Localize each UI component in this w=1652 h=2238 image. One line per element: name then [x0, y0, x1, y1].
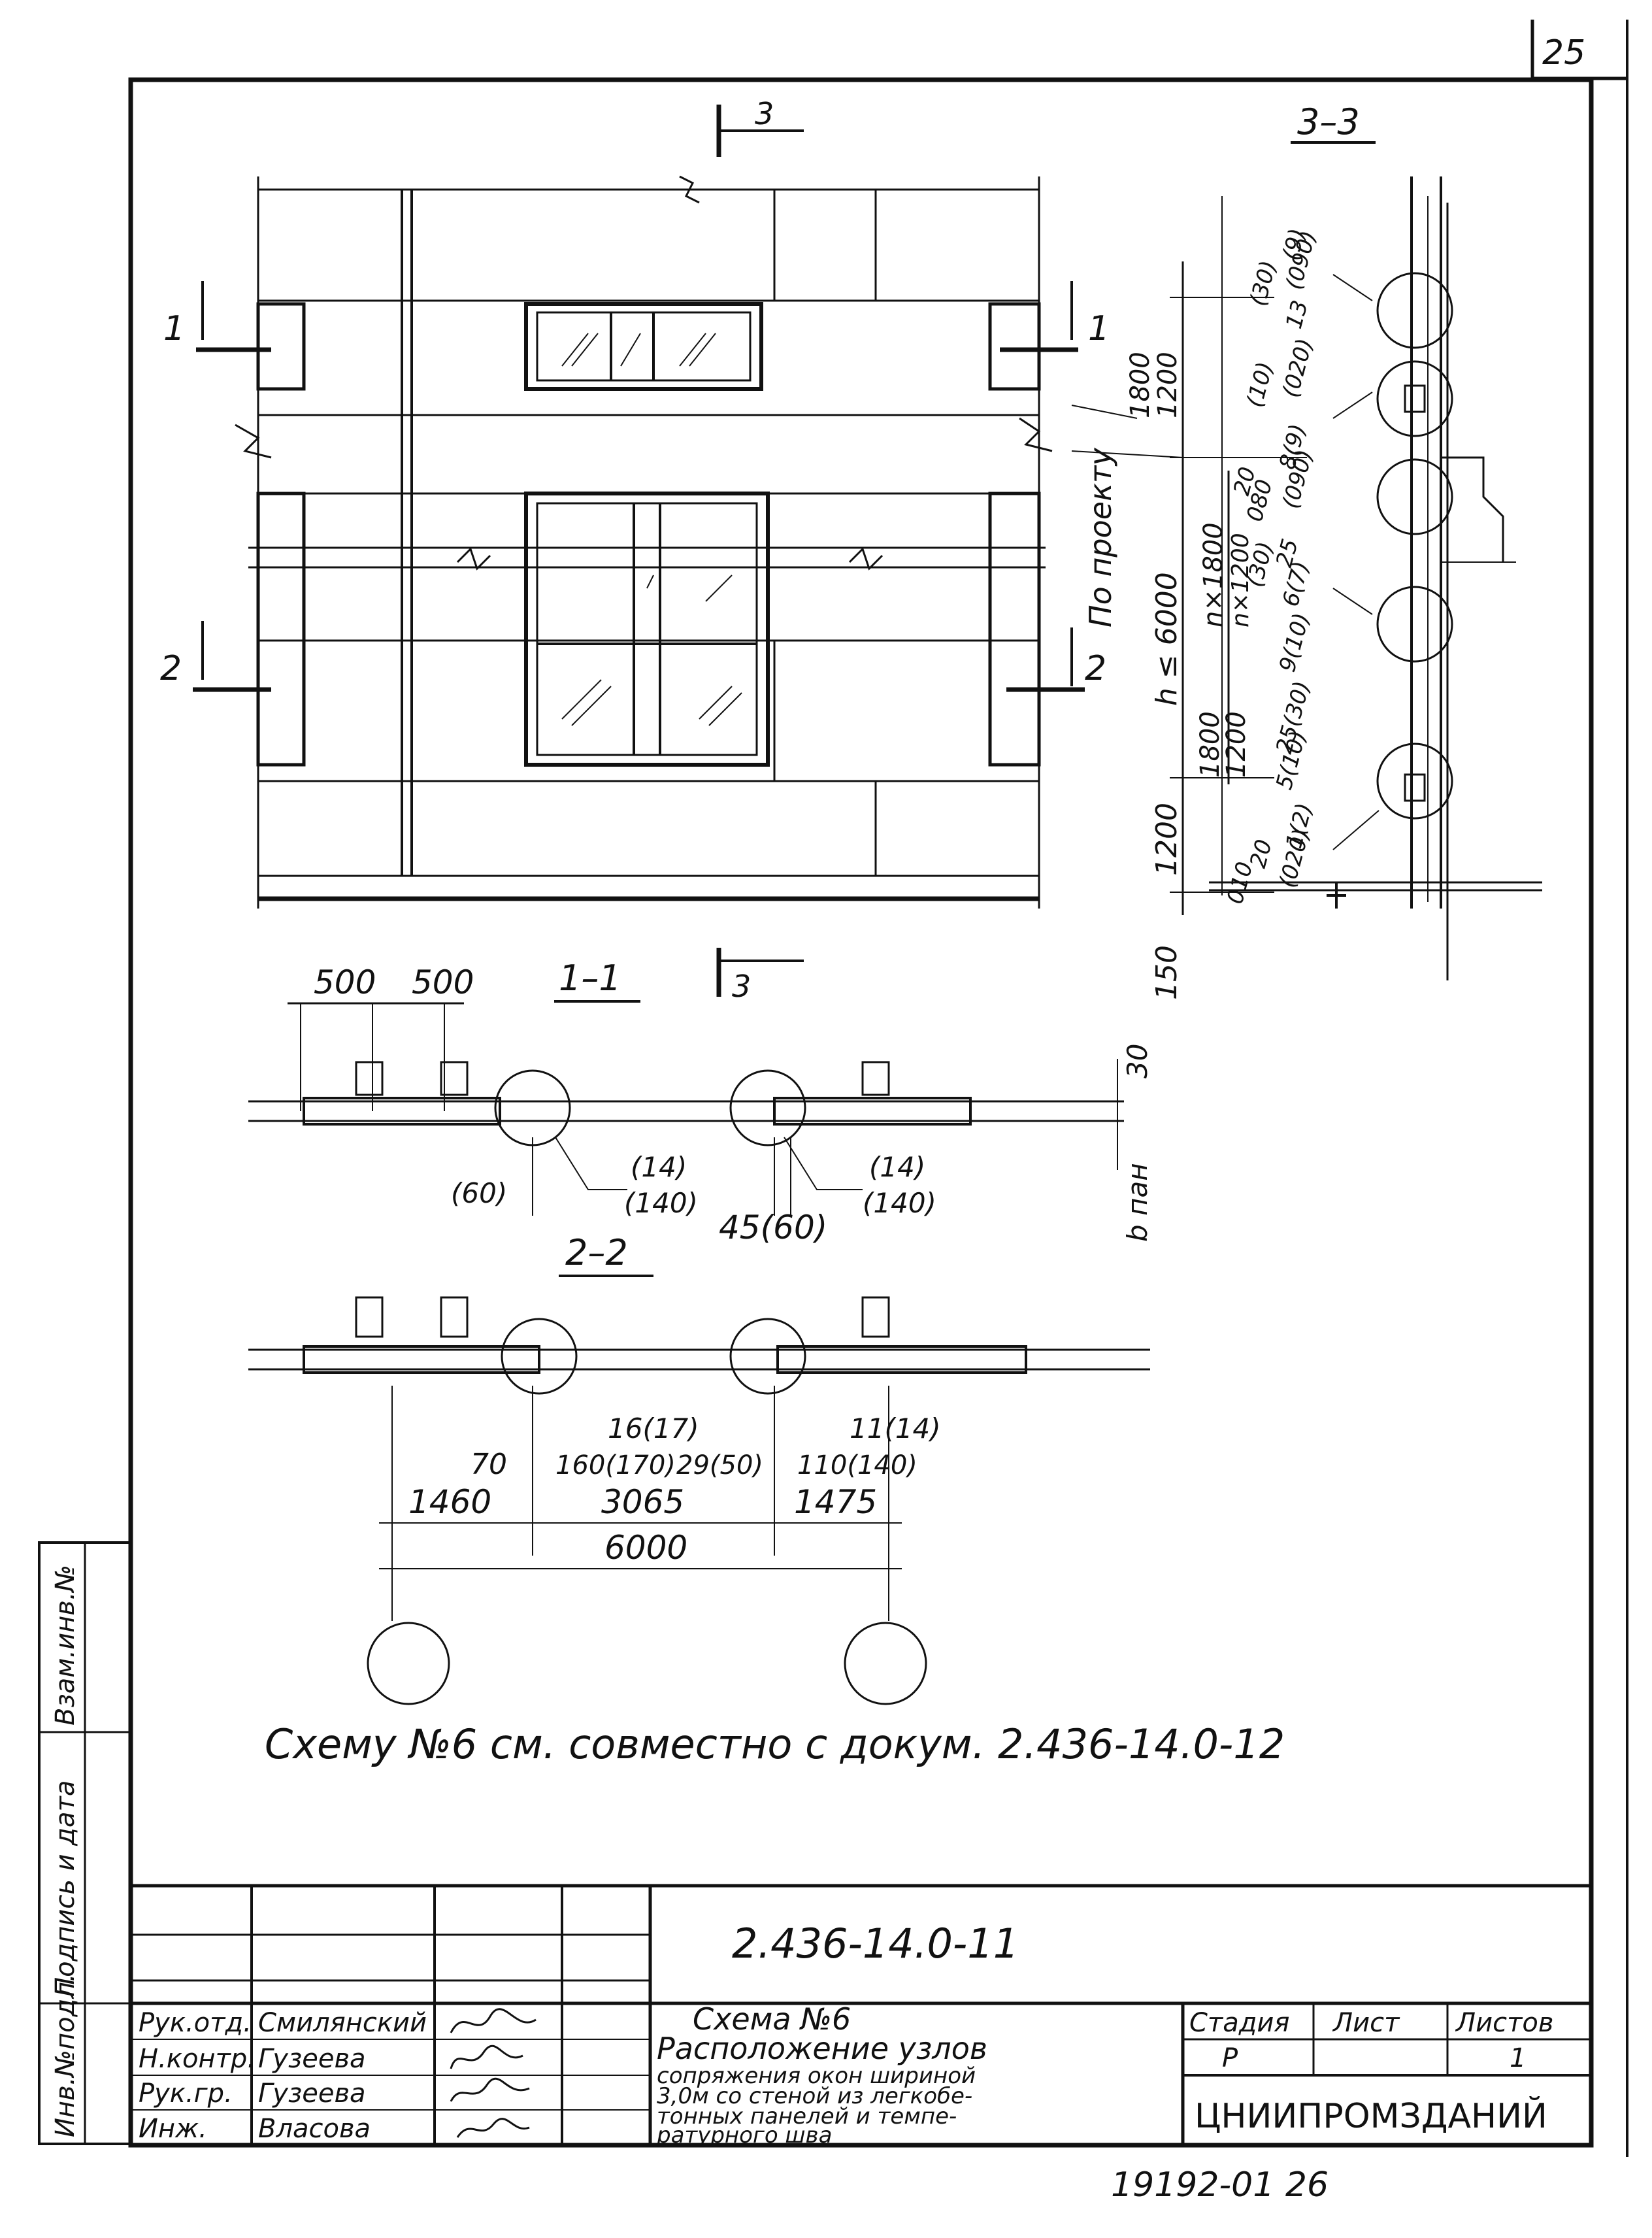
section-3-3-title: 3–3	[1297, 101, 1360, 142]
organization-name: ЦНИИПРОМЗДАНИЙ	[1195, 2096, 1547, 2136]
dim-1460: 1460	[408, 1483, 491, 1521]
section-3-3-dim: (10)	[1242, 359, 1279, 410]
sheet-number: 25	[1542, 33, 1585, 73]
stamp-inv-number: Инв.№подл.	[50, 1973, 80, 2137]
section-3-3-dim: (020)	[1274, 826, 1315, 891]
person-name: Власова	[258, 2114, 371, 2144]
role-label: Рук.отд.	[139, 2008, 252, 2038]
title-line: сопряжения окон шириной	[657, 2063, 976, 2089]
facade-elevation: 3 3 1 1 2 2 По проекту	[160, 96, 1183, 1004]
side-stamp: Инв.№подл. Подпись и дата Взам.инв.№	[38, 1541, 132, 2145]
dim-140-right: (140)	[863, 1187, 936, 1219]
dim-h-max: h ≤ 6000	[1150, 572, 1183, 706]
document-code: 2.436-14.0-11	[732, 1920, 1019, 1967]
stamp-signature-date: Подпись и дата	[50, 1780, 80, 1997]
title-line: ратурного шва	[656, 2122, 832, 2148]
dim-3065: 3065	[601, 1483, 684, 1521]
section-3-3-dim: (020)	[1278, 336, 1318, 401]
dim-45-60: 45(60)	[719, 1209, 827, 1246]
label-b-panel: b пан	[1121, 1163, 1153, 1242]
dim-1200-top: 1200	[1153, 352, 1183, 418]
title-line: Расположение узлов	[657, 2031, 987, 2066]
person-name: Гузеева	[258, 2044, 366, 2074]
signature-4	[456, 2118, 530, 2138]
signature-2	[450, 2045, 523, 2069]
dim-n1800: n×1800	[1198, 522, 1229, 627]
section-3-marker-bottom: 3	[732, 969, 751, 1004]
sheet-label: Лист	[1332, 2008, 1400, 2038]
dim-29-50: 29(50)	[676, 1450, 763, 1480]
section-2-2-title: 2–2	[565, 1232, 628, 1273]
dim-11-14: 11(14)	[850, 1412, 941, 1445]
person-name: Смилянский	[258, 2008, 427, 2038]
section-1-1: 500 500 1–1 30 b пан (60) (14) (140) 45(…	[248, 958, 1153, 1246]
section-1-marker-left: 1	[163, 309, 185, 348]
dim-160-170: 160(170)	[555, 1450, 676, 1480]
section-2-marker-left: 2	[160, 649, 182, 688]
role-label: Рук.гр.	[139, 2079, 233, 2109]
section-3-3: 3–3 (30) (9) (090) 13 (10) (020) 20 8(9)…	[1209, 101, 1542, 980]
sheets-label: Листов	[1455, 2008, 1553, 2038]
dim-60: (60)	[451, 1177, 507, 1209]
dim-14-left: (14)	[631, 1151, 687, 1183]
signature-3	[450, 2077, 530, 2102]
dim-6000: 6000	[604, 1529, 687, 1567]
sheets-value: 1	[1510, 2043, 1526, 2073]
section-3-3-dim: 010	[1222, 859, 1258, 907]
dim-1475: 1475	[794, 1483, 877, 1521]
title-line: тонных панелей и темпе-	[657, 2103, 957, 2129]
dim-30: 30	[1121, 1044, 1153, 1078]
archive-number: 19192-01 26	[1111, 2165, 1329, 2205]
section-1-marker-right: 1	[1088, 309, 1110, 348]
section-1-1-title: 1–1	[559, 958, 621, 999]
dim-500-right: 500	[412, 963, 474, 1001]
title-block: 2.436-14.0-11 Рук.отд. Н.контр. Рук.гр. …	[131, 1884, 1591, 2148]
general-note: Схему №6 см. совместно с докум. 2.436-14…	[265, 1720, 1285, 1768]
dim-16-17: 16(17)	[608, 1412, 699, 1445]
dim-1800-top: 1800	[1125, 352, 1155, 418]
role-label: Н.контр.	[139, 2044, 256, 2074]
dim-1200-bottom: 1200	[1150, 803, 1183, 876]
dim-70: 70	[471, 1448, 507, 1481]
section-3-marker-top: 3	[755, 96, 774, 131]
stage-label: Стадия	[1189, 2008, 1289, 2038]
signature-1	[450, 2008, 537, 2033]
section-2-marker-right: 2	[1085, 649, 1106, 688]
stage-value: Р	[1222, 2043, 1238, 2073]
dim-110-140: 110(140)	[797, 1450, 917, 1480]
dim-1200-mid: 1200	[1221, 711, 1251, 778]
dim-150: 150	[1150, 945, 1183, 1000]
dim-1800-mid: 1800	[1195, 711, 1225, 778]
vertical-dimensions: 1800 1200 h ≤ 6000 n×1800 n×1200 1800 12…	[1125, 261, 1307, 1000]
dim-140-left: (140)	[624, 1187, 698, 1219]
dim-n1200: n×1200	[1227, 533, 1254, 627]
by-project-label: По проекту	[1083, 447, 1118, 627]
section-2-2: 2–2 16(17) 11(14) 70 160(170) 29(50) 110…	[248, 1232, 1150, 1705]
section-3-3-dim: 13	[1281, 297, 1313, 331]
sheet-frame	[128, 77, 1594, 2148]
dim-14-right: (14)	[869, 1151, 925, 1183]
dim-500-left: 500	[314, 963, 376, 1001]
title-line: Схема №6	[693, 2001, 851, 2037]
stamp-replacement-inv: Взам.инв.№	[50, 1565, 80, 1726]
section-3-3-dim: 9(10)	[1274, 610, 1315, 675]
section-3-3-dim: (30)	[1245, 258, 1282, 309]
title-line: 3,0м со стеной из легкобе-	[657, 2083, 972, 2109]
role-label: Инж.	[139, 2114, 207, 2144]
person-name: Гузеева	[258, 2079, 366, 2109]
